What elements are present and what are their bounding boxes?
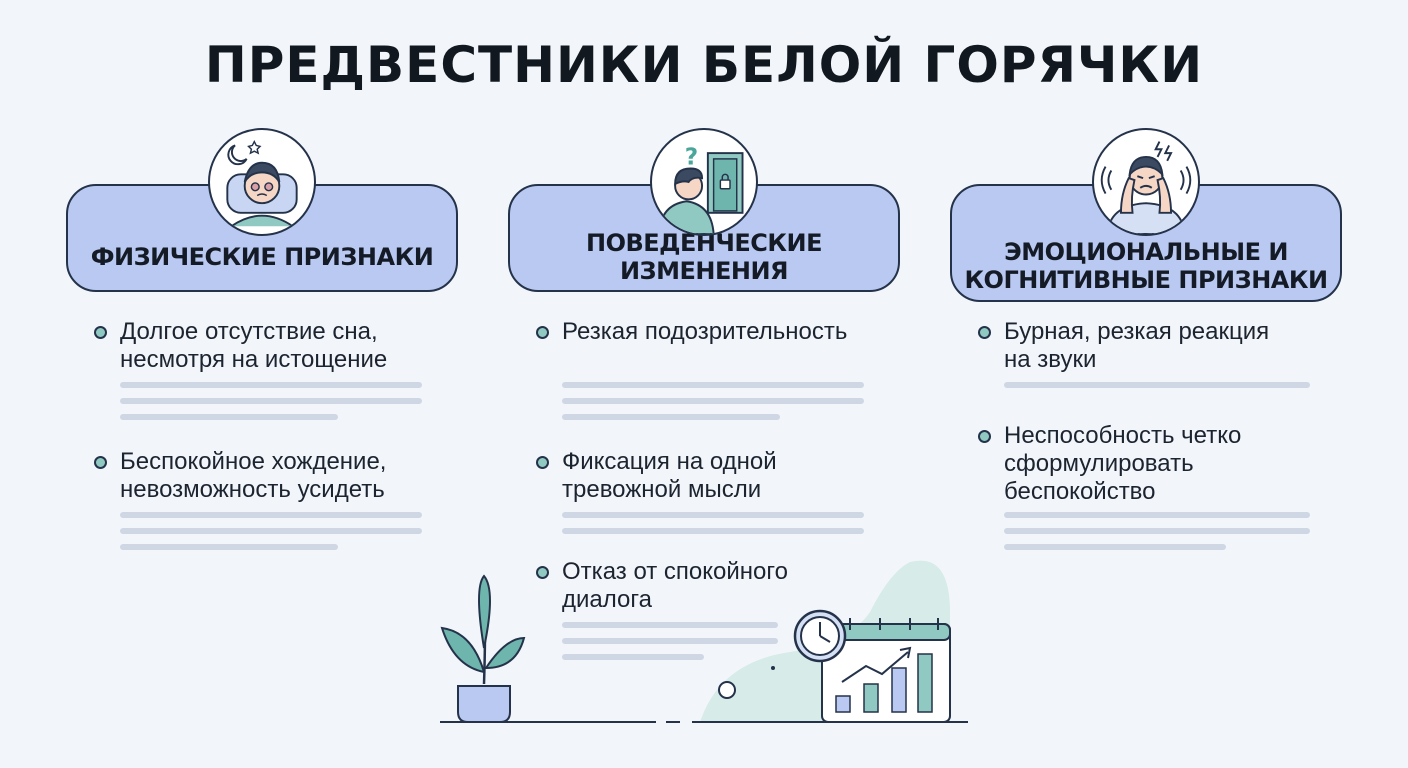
calendar-chart-icon bbox=[821, 618, 951, 723]
bullet-icon bbox=[536, 456, 549, 469]
item-text: Отказ от спокойного диалога bbox=[562, 558, 788, 613]
heading-text: ЭМОЦИОНАЛЬНЫЕ И КОГНИТИВНЫЕ ПРИЗНАКИ bbox=[964, 238, 1328, 294]
placeholder-lines bbox=[562, 512, 864, 544]
item-text: Бурная, резкая реакция на звуки bbox=[1004, 318, 1270, 373]
item-text: Неспособность четко сформулировать беспо… bbox=[1004, 422, 1242, 505]
placeholder-lines bbox=[120, 512, 422, 560]
placeholder-lines bbox=[1004, 382, 1310, 398]
bullet-icon bbox=[536, 566, 549, 579]
item-text: Фиксация на одной тревожной мысли bbox=[562, 448, 777, 503]
bullet-icon bbox=[536, 326, 549, 339]
placeholder-lines bbox=[562, 382, 864, 430]
bullet-icon bbox=[94, 456, 107, 469]
heading-text: ФИЗИЧЕСКИЕ ПРИЗНАКИ bbox=[90, 243, 434, 271]
placeholder-lines bbox=[120, 382, 422, 430]
placeholder-lines bbox=[562, 622, 778, 670]
svg-text:?: ? bbox=[685, 145, 698, 171]
person-covering-ears-icon bbox=[1092, 128, 1200, 236]
item-text: Резкая подозрительность bbox=[562, 318, 848, 345]
bullet-icon bbox=[978, 326, 991, 339]
placeholder-lines bbox=[1004, 512, 1310, 560]
item-text: Долгое отсутствие сна, несмотря на истощ… bbox=[120, 318, 388, 373]
bullet-icon bbox=[978, 430, 991, 443]
clock-icon bbox=[793, 609, 847, 663]
item-text: Беспокойное хождение, невозможность усид… bbox=[120, 448, 387, 503]
potted-plant-icon bbox=[440, 574, 526, 723]
page-title: ПРЕДВЕСТНИКИ БЕЛОЙ ГОРЯЧКИ bbox=[204, 36, 1204, 94]
sleepless-person-icon bbox=[208, 128, 316, 236]
bullet-icon bbox=[94, 326, 107, 339]
